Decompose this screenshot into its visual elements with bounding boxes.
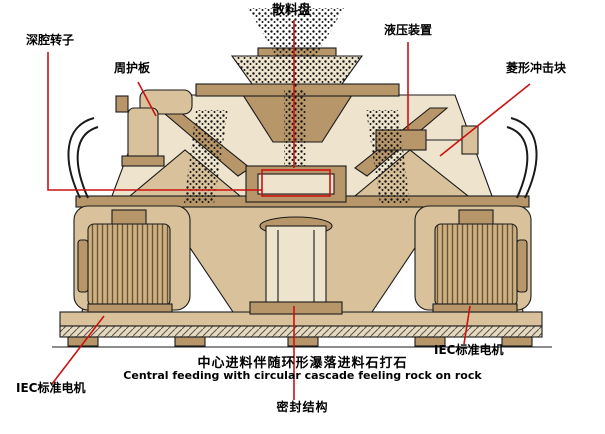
label-peripheral-guard: 周护板: [114, 61, 151, 75]
label-iec-motor-right: IEC标准电机: [434, 343, 504, 357]
label-seal-structure: 密封结构: [276, 400, 329, 414]
label-deep-cavity-rotor: 深腔转子: [26, 33, 75, 47]
label-iec-motor-left: IEC标准电机: [16, 381, 86, 395]
elbow-pipe: [115, 89, 193, 167]
base-frame: [52, 311, 552, 348]
center-shaft: [249, 216, 343, 315]
particle-streams: [184, 8, 410, 204]
caption-english: Central feeding with circular cascade fe…: [123, 369, 482, 382]
leader-lines: [47, 20, 531, 400]
label-rhombic-impact: 菱形冲击块: [506, 61, 567, 75]
label-scatter-disc: 散料盘: [272, 3, 312, 18]
side-hooks: [67, 117, 538, 199]
caption-chinese: 中心进料伴随环形瀑落进料石打石: [197, 356, 408, 371]
label-hydraulic-device: 液压装置: [384, 23, 433, 37]
left-motor: [73, 205, 191, 313]
right-motor: [414, 205, 532, 313]
